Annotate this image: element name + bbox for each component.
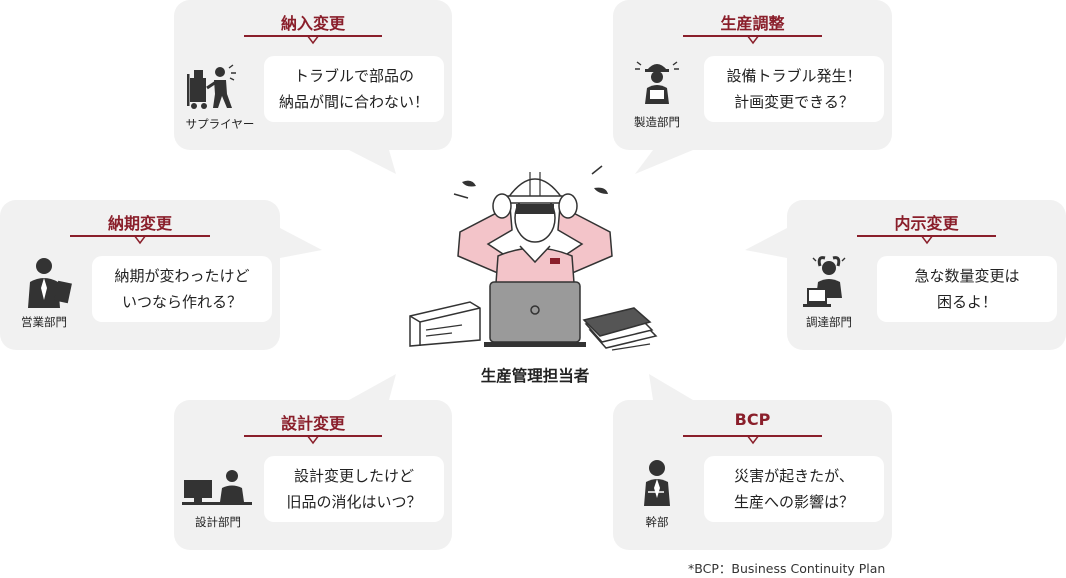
actor-label: 設計部門 — [195, 515, 241, 529]
stress-mark-right — [591, 165, 603, 175]
actor-procurement: 調達部門 — [789, 254, 869, 334]
speech-box: 設備トラブル発生！ 計画変更できる？ — [704, 56, 884, 122]
stress-mark-right — [594, 187, 608, 194]
speech-line: 納期が変わったけど — [114, 267, 250, 285]
card-title: 納入変更 — [280, 14, 345, 33]
supplier-worker-icon — [187, 64, 236, 109]
card-due-date-change: 納期変更 営業部門 納期が変わったけど いつなら作れる？ — [0, 200, 322, 350]
speech-box: 急な数量変更は 困るよ！ — [877, 256, 1057, 322]
speech-box: 設計変更したけど 旧品の消化はいつ？ — [264, 456, 444, 522]
footnote: *BCP：Business Continuity Plan — [688, 561, 886, 576]
bubble-tail — [349, 374, 396, 400]
card-forecast-change: 内示変更 調達部門 急な数量変更は 困るよ！ — [745, 200, 1066, 350]
title-chevron-icon — [134, 235, 146, 245]
title-underline — [244, 435, 382, 437]
title-underline — [683, 435, 822, 437]
actor-manufacturing: 製造部門 — [617, 56, 697, 132]
speech-line: 設備トラブル発生！ — [726, 67, 862, 85]
procurement-worker-icon — [803, 256, 846, 307]
stress-mark-left — [453, 193, 469, 199]
bubble-tail — [649, 374, 693, 400]
speech-line: 旧品の消化はいつ？ — [286, 493, 422, 511]
center-label: 生産管理担当者 — [480, 367, 590, 385]
card-production-adjust: 生産調整 製造部門 設備トラブル発生！ 計画変更できる？ — [613, 0, 892, 174]
salesperson-icon — [28, 258, 72, 308]
actor-label: 調達部門 — [806, 315, 852, 329]
actor-executive: 幹部 — [617, 458, 697, 538]
speech-line: いつなら作れる？ — [121, 293, 242, 311]
title-underline — [683, 35, 822, 37]
actor-label: サプライヤー — [185, 117, 255, 131]
speech-line: 災害が起きたが、 — [734, 467, 854, 485]
speech-line: 困るよ！ — [936, 293, 997, 311]
speech-box: 納期が変わったけど いつなら作れる？ — [92, 256, 272, 322]
speech-line: 急な数量変更は — [914, 267, 1020, 285]
speech-box: トラブルで部品の 納品が間に合わない！ — [264, 56, 444, 122]
bubble-tail — [745, 228, 787, 258]
bubble-tail — [635, 150, 693, 174]
card-bcp: BCP 幹部 災害が起きたが、 生産への影響は？ — [613, 374, 892, 550]
card-design-change: 設計変更 設計部門 設計変更したけど 旧品の消化はいつ？ — [174, 374, 452, 550]
bubble-tail — [349, 150, 396, 174]
title-chevron-icon — [747, 35, 759, 45]
title-chevron-icon — [921, 235, 933, 245]
title-chevron-icon — [747, 435, 759, 445]
speech-line: 計画変更できる？ — [734, 93, 854, 111]
card-title: 設計変更 — [280, 414, 345, 433]
actor-sales: 営業部門 — [4, 254, 84, 334]
actor-label: 営業部門 — [21, 315, 67, 329]
stressed-manager-icon — [409, 165, 658, 351]
title-chevron-icon — [307, 435, 319, 445]
card-delivery-change: 納入変更 サプライヤー トラブルで部品の 納品が間に合わない！ — [174, 0, 452, 174]
speech-box: 災害が起きたが、 生産への影響は？ — [704, 456, 884, 522]
actor-design: 設計部門 — [178, 466, 258, 538]
stress-mark-left — [462, 180, 476, 187]
document-stack-icon — [409, 301, 481, 347]
factory-worker-icon — [635, 61, 679, 104]
title-underline — [70, 235, 210, 237]
speech-line: 設計変更したけど — [293, 467, 414, 485]
card-title: 納期変更 — [107, 214, 172, 233]
card-title: BCP — [734, 410, 771, 429]
title-underline — [857, 235, 996, 237]
executive-icon — [644, 460, 670, 506]
speech-line: 生産への影響は？ — [733, 493, 854, 511]
laptop-icon — [489, 281, 581, 343]
paper-pile-icon — [582, 307, 658, 351]
speech-line: トラブルで部品の — [293, 67, 414, 85]
card-title: 内示変更 — [894, 214, 959, 233]
title-chevron-icon — [307, 35, 319, 45]
actor-label: 製造部門 — [634, 115, 680, 129]
bubble-tail — [280, 228, 322, 258]
card-title: 生産調整 — [720, 14, 785, 33]
actor-label: 幹部 — [645, 515, 669, 529]
actor-supplier: サプライヤー — [180, 64, 260, 136]
title-underline — [244, 35, 382, 37]
designer-at-desk-icon — [182, 470, 252, 505]
speech-line: 納品が間に合わない！ — [278, 93, 429, 111]
